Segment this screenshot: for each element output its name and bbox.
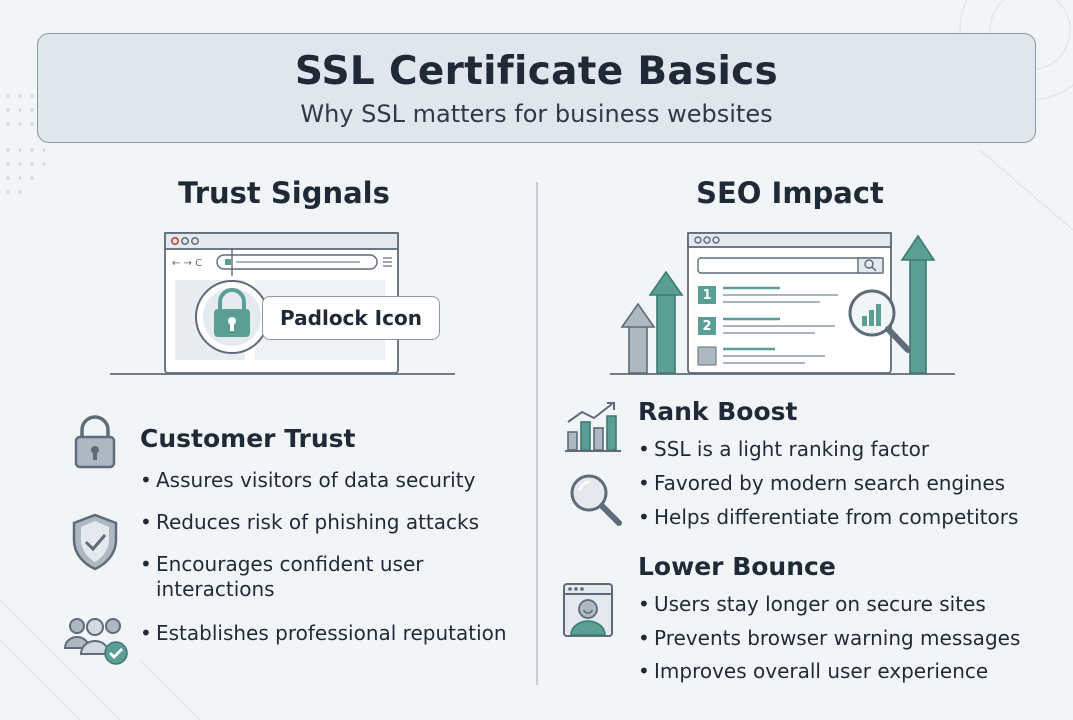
trust-bullet-3-continued: interactions [156,577,275,601]
bar-chart-trend-icon [565,402,621,452]
rank-bullet-2: Favored by modern search engines [638,470,1005,496]
header-banner: SSL Certificate Basics Why SSL matters f… [37,33,1036,143]
lock-icon [74,415,116,469]
rank-boost-heading: Rank Boost [638,397,798,426]
trust-bullet-2: Reduces risk of phishing attacks [140,509,479,535]
lower-bounce-heading: Lower Bounce [638,552,836,581]
trust-signals-title: Trust Signals [178,176,390,210]
rank-number-2: 2 [702,319,712,334]
padlock-icon-callout: Padlock Icon [262,296,440,340]
bounce-bullet-3: Improves overall user experience [638,658,988,684]
user-window-icon [563,583,613,637]
svg-text:← → C: ← → C [172,258,202,269]
rank-bullet-1: SSL is a light ranking factor [638,436,929,462]
bounce-bullet-2: Prevents browser warning messages [638,625,1020,651]
page-title: SSL Certificate Basics [294,49,779,94]
bounce-bullet-1: Users stay longer on secure sites [638,591,986,617]
users-check-icon [64,618,128,665]
shield-check-icon [72,513,118,571]
trust-bullet-4: Establishes professional reputation [140,620,507,646]
magnifier-icon [570,474,622,526]
page-subtitle: Why SSL matters for business websites [300,100,773,128]
seo-impact-title: SEO Impact [696,176,884,210]
customer-trust-heading: Customer Trust [140,424,356,453]
trust-bullet-1: Assures visitors of data security [140,467,475,493]
trust-bullet-3: Encourages confident user [140,551,423,577]
rank-number-1: 1 [702,288,712,303]
column-divider [536,182,538,685]
rank-bullet-3: Helps differentiate from competitors [638,504,1018,530]
search-ranking-illustration [610,232,955,375]
